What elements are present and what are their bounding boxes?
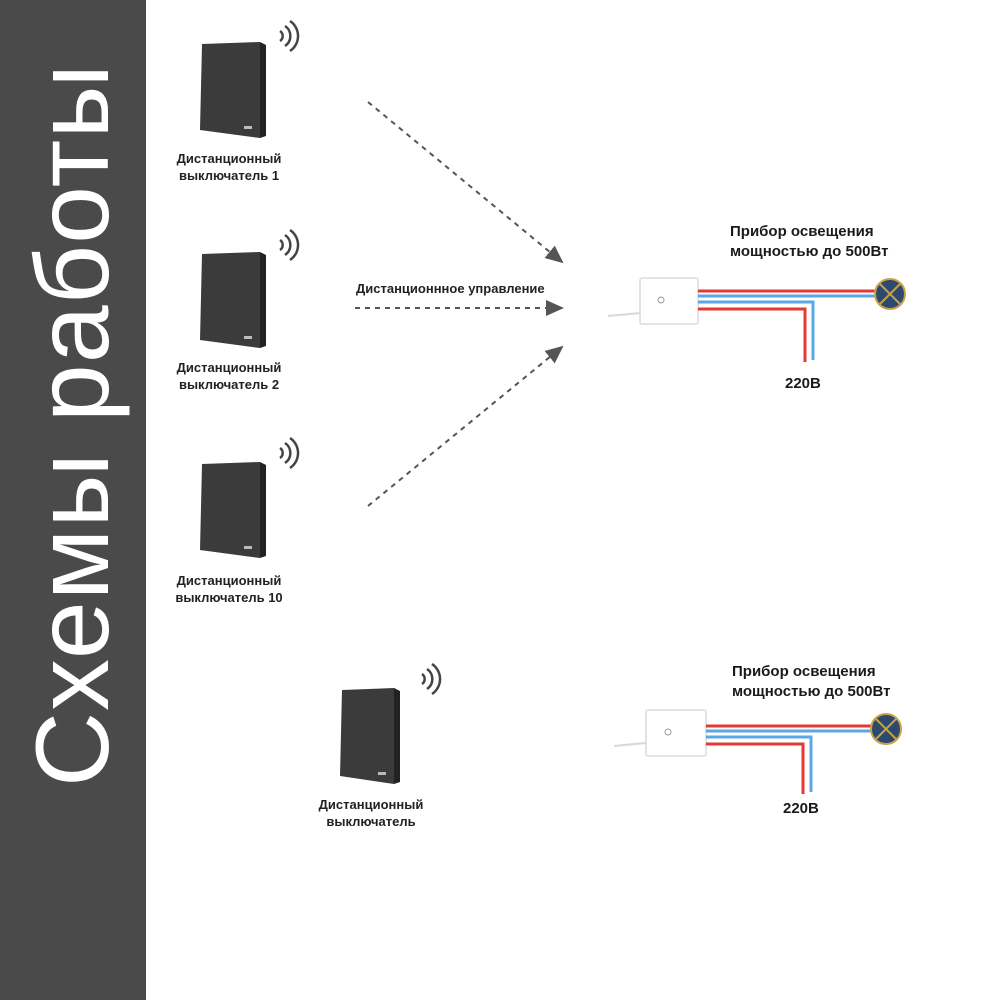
- voltage-label-2: 220В: [783, 800, 819, 817]
- switch-1-label: Дистанционный выключатель 1: [176, 151, 282, 183]
- sidebar: Схемы работы: [0, 0, 146, 1000]
- lamp-label-1: Прибор освещения мощностью до 500Вт: [730, 223, 889, 260]
- voltage-label-1: 220В: [785, 375, 821, 392]
- switch-10-label: Дистанционный выключатель 10: [175, 573, 283, 605]
- lamp-icon-1: [874, 278, 906, 310]
- remote-switch-single: [340, 662, 442, 784]
- wiring-2: [706, 724, 872, 794]
- remote-switch-1: [200, 19, 300, 138]
- receiver-module-1: [607, 277, 699, 325]
- switch-single-label: Дистанционный выключатель: [318, 797, 424, 829]
- wiring-1: [698, 289, 876, 362]
- arrow-from-switch-1: [367, 101, 564, 264]
- wifi-signal-icon: [279, 19, 300, 53]
- lamp-icon-2: [870, 713, 902, 745]
- arrow-from-switch-10: [367, 345, 564, 507]
- receiver-module-2: [613, 709, 707, 757]
- remote-switch-10: [200, 436, 300, 558]
- wifi-signal-icon: [279, 436, 300, 470]
- flow-label: Дистанционнное управление: [356, 281, 545, 296]
- switch-2-label: Дистанционный выключатель 2: [176, 360, 282, 392]
- lamp-label-2: Прибор освещения мощностью до 500Вт: [732, 663, 891, 700]
- remote-switch-2: [200, 228, 300, 348]
- wifi-signal-icon: [421, 662, 442, 696]
